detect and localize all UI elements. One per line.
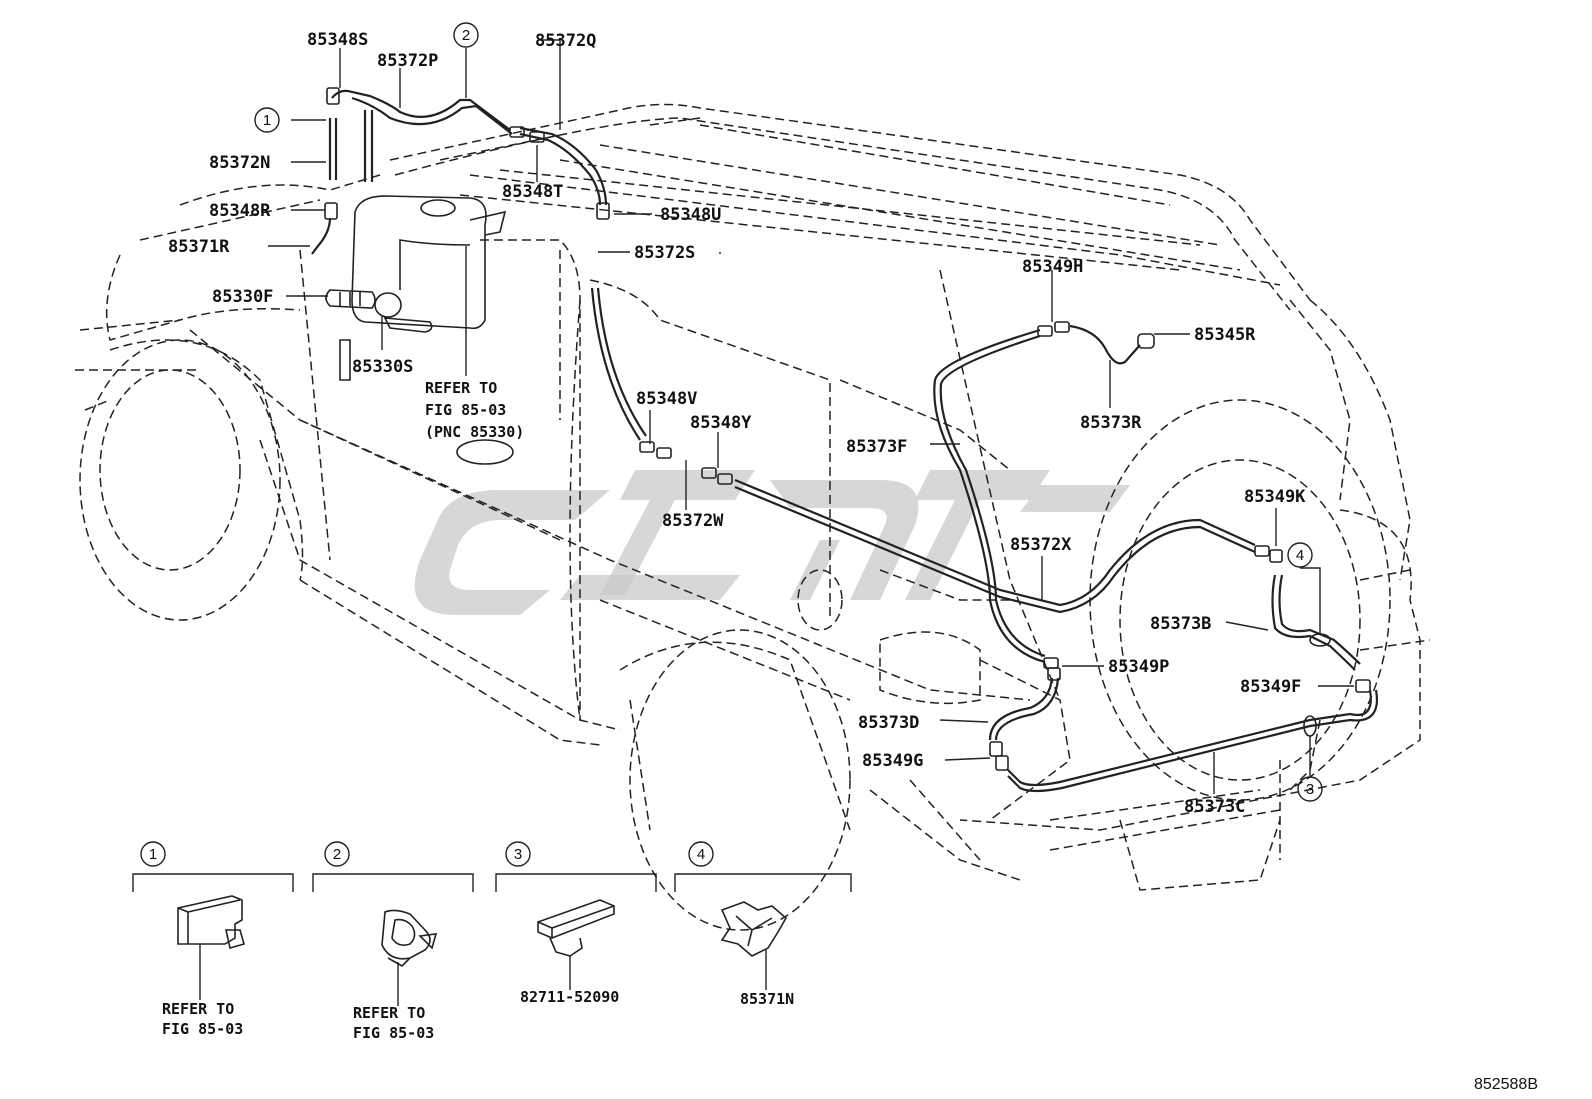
part-label: 85349K xyxy=(1244,487,1306,507)
part-label: 85345R xyxy=(1194,325,1256,345)
part-label: 85348V xyxy=(636,389,697,409)
callout-1-num: 1 xyxy=(263,112,271,129)
part-label: 85348S xyxy=(307,30,368,50)
detail-panel-3: 3 82711-52090 xyxy=(495,841,657,1006)
detail-panel-4: 4 85371N xyxy=(674,841,852,1008)
vehicle-outline xyxy=(75,103,1431,931)
part-label: 85348T xyxy=(502,182,563,202)
part-label: 85349G xyxy=(862,751,923,771)
callout-markers xyxy=(254,22,1323,802)
detail-panel-1-line1: REFER TO xyxy=(162,1000,234,1018)
detail-panel-2: 2 REFER TO FIG 85-03 xyxy=(312,841,474,1042)
callout-3-num: 3 xyxy=(1306,781,1314,798)
refer-note: REFER TO FIG 85-03 (PNC 85330) xyxy=(425,379,524,441)
leader-lines xyxy=(268,39,1354,794)
callout-numbers: 1 2 3 4 xyxy=(263,27,1314,798)
detail-panel-1-num: 1 xyxy=(149,846,157,863)
refer-note-line1: REFER TO xyxy=(425,379,497,397)
washer-pump-front xyxy=(325,289,376,309)
part-label: 85349P xyxy=(1108,657,1169,677)
part-label: 85349H xyxy=(1022,257,1083,277)
part-label: 85330F xyxy=(212,287,273,307)
part-label: 85373D xyxy=(858,713,919,733)
part-label: 85372W xyxy=(662,511,724,531)
part-label: 85348R xyxy=(209,201,271,221)
washer-tank xyxy=(339,195,514,465)
detail-panel-4-num: 4 xyxy=(697,846,705,863)
detail-panel-3-line1: 82711-52090 xyxy=(520,988,619,1006)
hose-lines xyxy=(311,89,1379,793)
part-label: 85330S xyxy=(352,357,413,377)
part-label: 85348U xyxy=(660,205,721,225)
detail-panel-2-num: 2 xyxy=(333,846,341,863)
refer-note-line3: (PNC 85330) xyxy=(425,423,524,441)
part-label: 85372P xyxy=(377,51,438,71)
refer-note-line2: FIG 85-03 xyxy=(425,401,506,419)
part-label: 85373B xyxy=(1150,614,1211,634)
detail-panel-4-line1: 85371N xyxy=(740,990,794,1008)
part-label: 85372S xyxy=(634,243,695,263)
callout-3-marker xyxy=(1297,776,1323,802)
callout-4-marker xyxy=(1287,542,1313,568)
part-label: 85372Q xyxy=(535,31,596,51)
detail-panel-1: 1 REFER TO FIG 85-03 xyxy=(132,841,294,1038)
joint-fittings xyxy=(324,87,1371,771)
part-label: 85373C xyxy=(1184,797,1245,817)
part-label: 85371R xyxy=(168,237,230,257)
detail-panel-1-line2: FIG 85-03 xyxy=(162,1020,243,1038)
callout-1-marker xyxy=(254,107,280,133)
detail-panel-2-line2: FIG 85-03 xyxy=(353,1024,434,1042)
part-label: 85372N xyxy=(209,153,270,173)
callout-2-num: 2 xyxy=(462,27,470,44)
detail-panel-2-line1: REFER TO xyxy=(353,1004,425,1022)
part-label: 85372X xyxy=(1010,535,1072,555)
washer-pump-rear xyxy=(374,292,402,318)
part-labels: 85348S 85372P 85372Q 85372N 85348R 85348… xyxy=(168,30,1306,817)
detail-panel-3-num: 3 xyxy=(514,846,522,863)
part-label: 85373R xyxy=(1080,413,1142,433)
figure-id: 852588B xyxy=(1474,1076,1538,1093)
callout-2-marker xyxy=(453,22,479,48)
part-label: 85349F xyxy=(1240,677,1301,697)
callout-4-num: 4 xyxy=(1296,547,1304,564)
part-label: 85348Y xyxy=(690,413,752,433)
part-label: 85373F xyxy=(846,437,907,457)
